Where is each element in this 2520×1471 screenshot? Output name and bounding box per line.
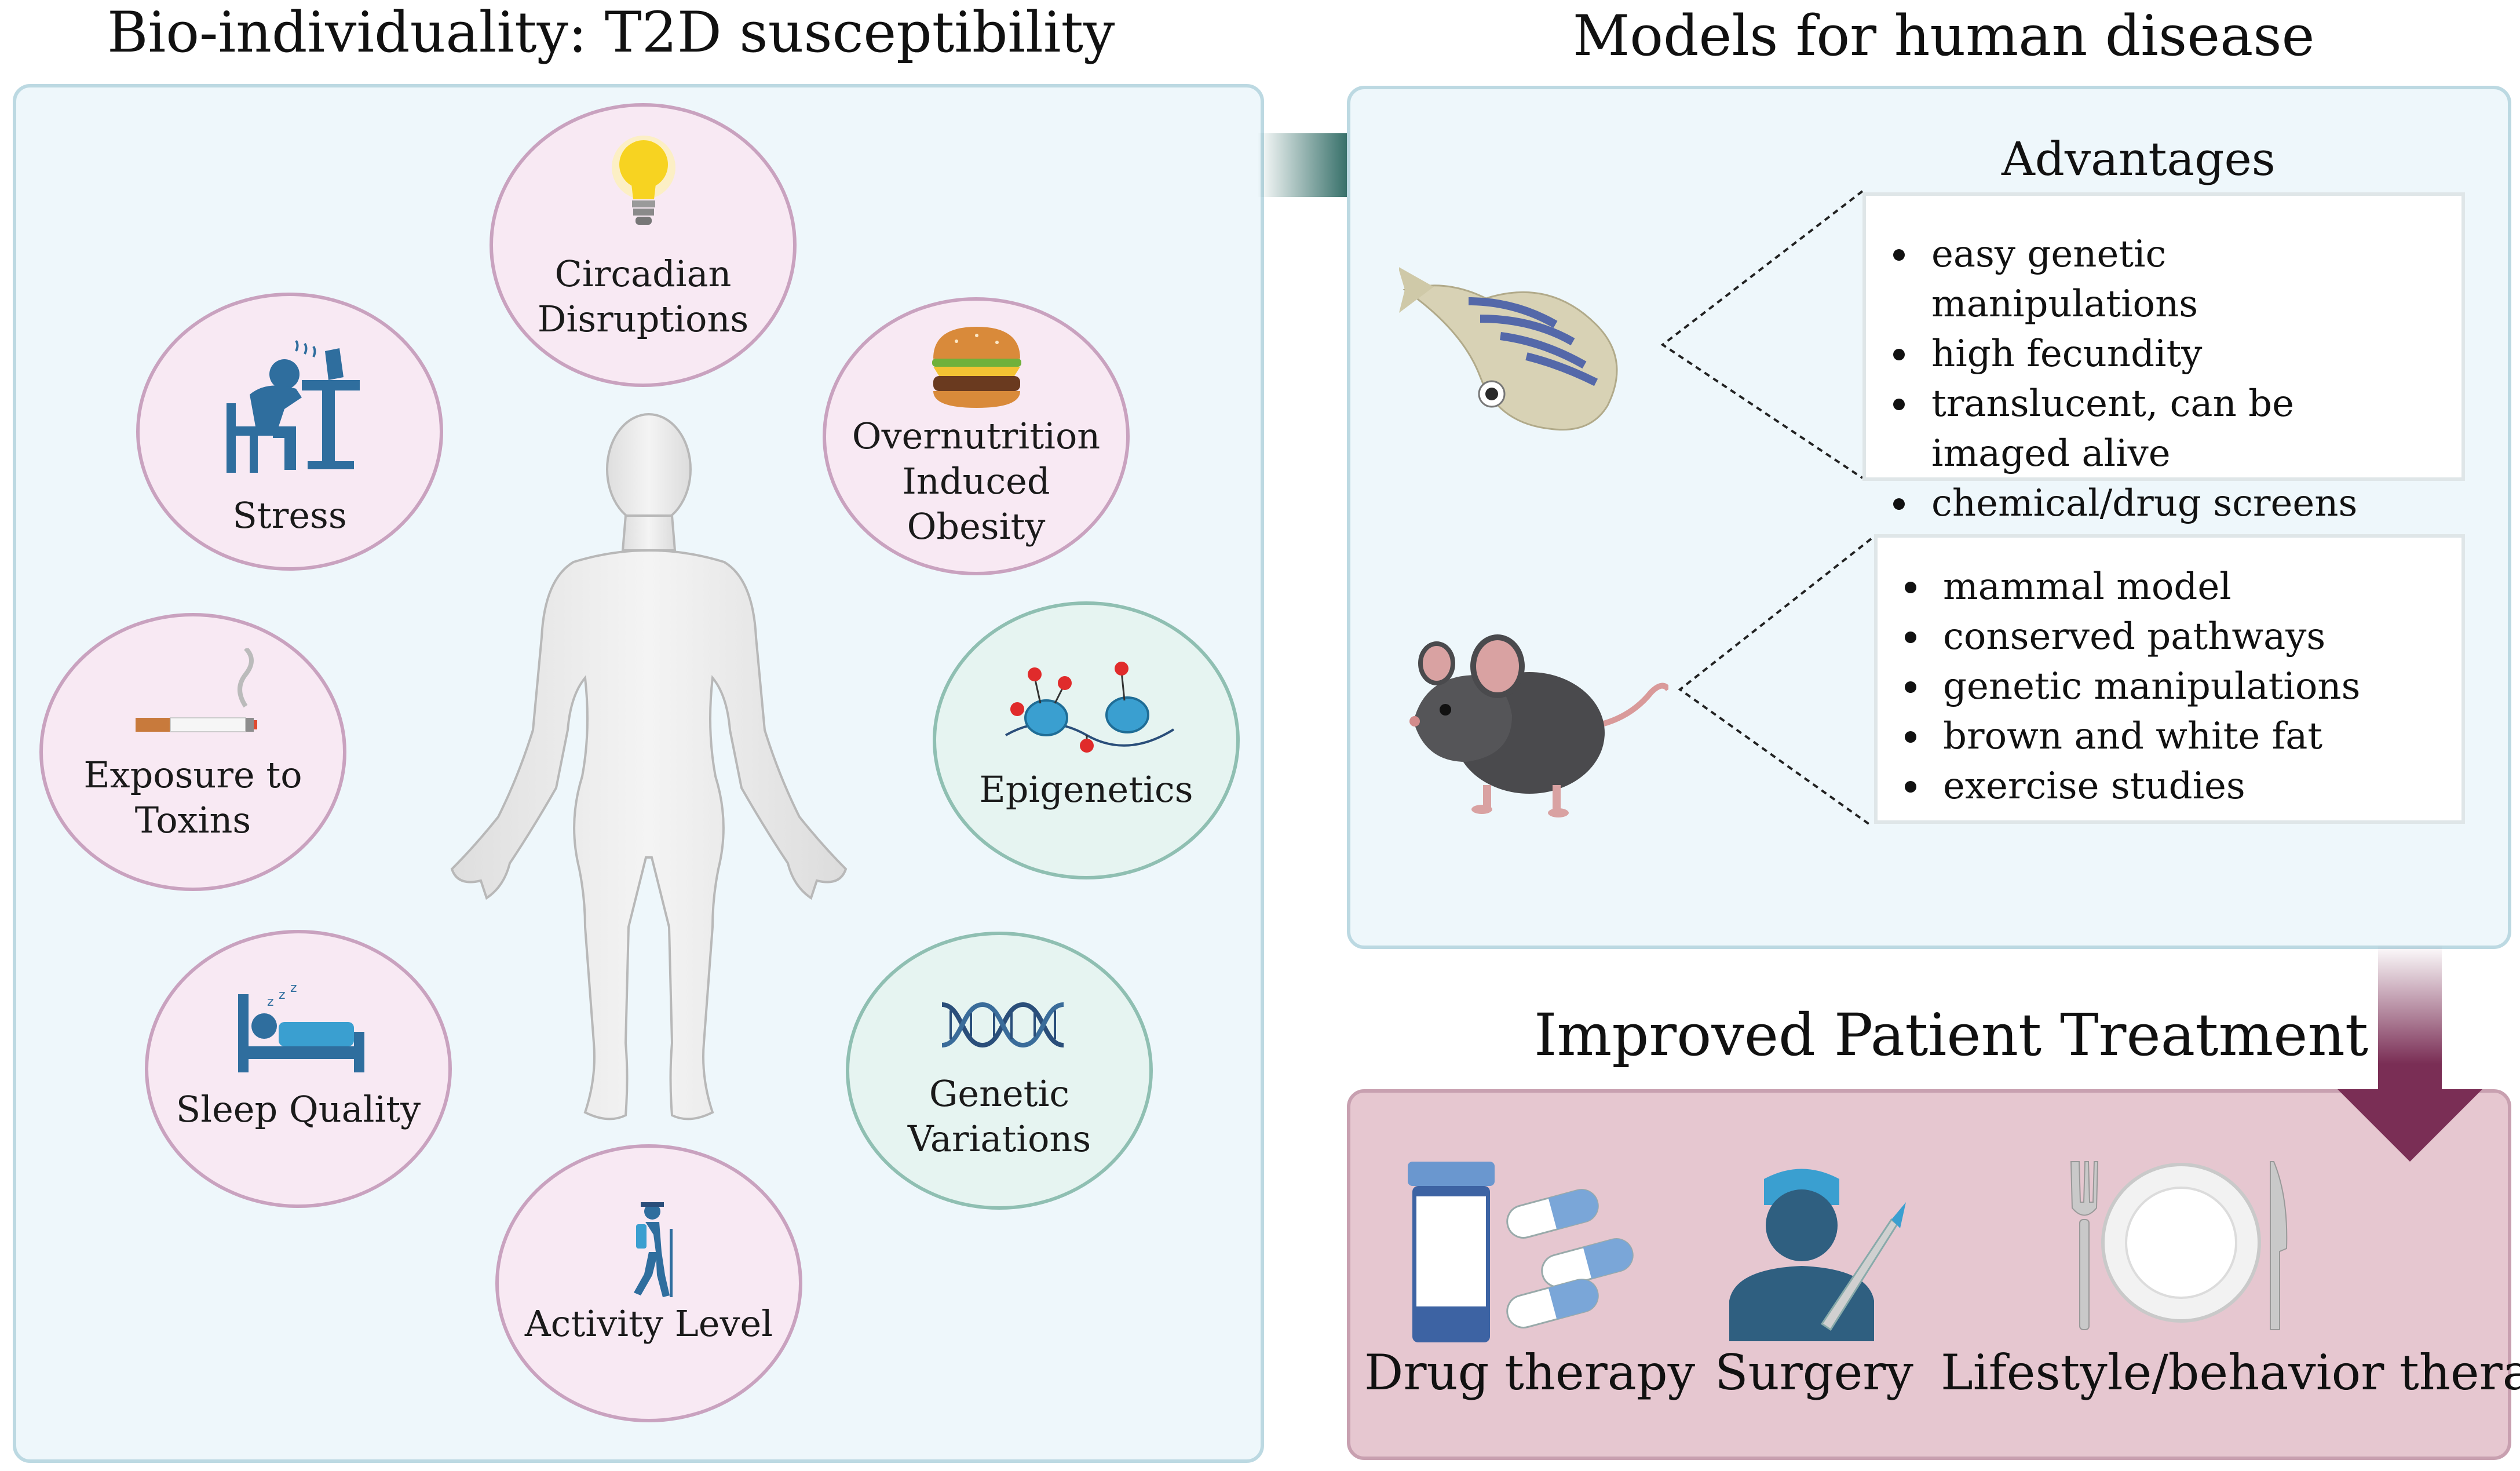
stressed-worker-icon <box>227 340 360 473</box>
mouse-connector <box>1678 538 1872 827</box>
advantage-item: exercise studies <box>1892 761 2444 811</box>
plate-cutlery-icon <box>2070 1161 2288 1330</box>
pill-bottle-icon <box>1408 1162 1634 1342</box>
treatment-panel <box>1347 1089 2511 1460</box>
factor-label: Epigenetics <box>979 768 1193 811</box>
surgeon-icon <box>1729 1169 1906 1341</box>
factor-label: Overnutrition Induced Obesity <box>852 415 1101 547</box>
factor-label: Exposure to Toxins <box>83 754 302 841</box>
advantage-item: translucent, can be imaged alive <box>1880 379 2444 479</box>
svg-text:z: z <box>267 995 274 1009</box>
factor-label: Sleep Quality <box>176 1088 421 1130</box>
mouse-icon <box>1409 634 1668 817</box>
hiker-icon <box>634 1202 673 1297</box>
factor-genetic: Genetic Variations <box>846 932 1153 1210</box>
treatment-label-surgery: Surgery <box>1715 1344 1913 1401</box>
advantage-item: mammal model <box>1892 562 2444 612</box>
treatment-title: Improved Patient Treatment <box>1534 1001 2369 1069</box>
factor-epigenetics: Epigenetics <box>933 601 1240 879</box>
svg-text:z: z <box>290 983 297 995</box>
factor-circadian: Circadian Disruptions <box>490 103 797 387</box>
factor-label: Stress <box>232 494 347 536</box>
zebrafish-advantages: easy genetic manipulations high fecundit… <box>1862 192 2465 525</box>
zebrafish-connector <box>1660 190 1864 479</box>
advantage-item: high fecundity <box>1880 329 2444 379</box>
treatment-label-lifestyle: Lifestyle/behavior therapy <box>1941 1344 2520 1401</box>
nucleosome-icon <box>1005 662 1175 753</box>
factor-label: Genetic Variations <box>907 1072 1091 1160</box>
left-title: Bio-individuality: T2D susceptibility <box>107 0 1115 65</box>
factor-activity: Activity Level <box>495 1144 802 1422</box>
advantages-title: Advantages <box>2002 132 2276 186</box>
advantage-item: easy genetic manipulations <box>1880 229 2444 329</box>
factor-overnutrition: Overnutrition Induced Obesity <box>823 297 1130 575</box>
factor-toxins: Exposure to Toxins <box>39 613 346 891</box>
advantage-item: conserved pathways <box>1892 612 2444 662</box>
advantage-item: genetic manipulations <box>1892 662 2444 711</box>
mouse-advantages: mammal model conserved pathways genetic … <box>1874 534 2465 824</box>
zebrafish-icon <box>1399 267 1618 431</box>
advantage-item: chemical/drug screens <box>1880 479 2444 528</box>
human-body-icon <box>450 413 848 1120</box>
svg-text:z: z <box>279 988 286 1002</box>
cigarette-icon <box>136 648 257 732</box>
advantage-item: brown and white fat <box>1892 711 2444 761</box>
arrow-to-treatment-icon <box>2338 944 2482 1162</box>
dna-icon <box>941 1002 1064 1048</box>
factor-label: Activity Level <box>524 1302 773 1345</box>
factor-label: Circadian Disruptions <box>537 253 749 340</box>
right-title: Models for human disease <box>1573 3 2315 68</box>
burger-icon <box>932 327 1021 408</box>
lightbulb-icon <box>612 136 675 225</box>
factor-stress: Stress <box>136 293 443 571</box>
treatment-label-drug: Drug therapy <box>1364 1344 1696 1401</box>
